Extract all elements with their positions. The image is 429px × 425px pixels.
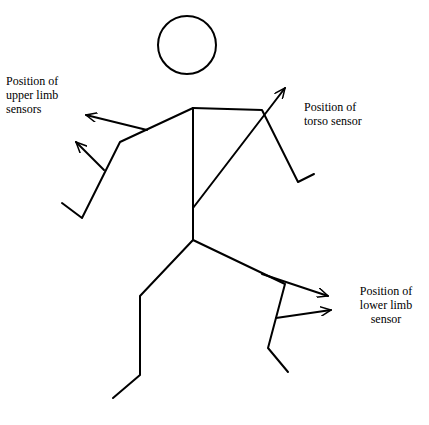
sensor-label: Position of lower limb sensor <box>354 284 418 326</box>
right-leg <box>193 240 288 372</box>
right-arm <box>193 108 314 182</box>
left-arm <box>62 108 193 218</box>
upper-sensor-arrow <box>76 142 104 170</box>
sensor-label: Position of upper limb sensors <box>6 74 78 116</box>
torso <box>192 108 194 240</box>
torso-sensor-arrow <box>193 88 285 208</box>
sensor-label: Position of torso sensor <box>304 100 380 128</box>
left-leg <box>113 240 193 398</box>
upper-sensor-arrow <box>86 115 147 130</box>
lower-sensor-arrow <box>276 310 331 318</box>
lower-sensor-arrow <box>262 274 328 296</box>
head <box>158 16 216 74</box>
